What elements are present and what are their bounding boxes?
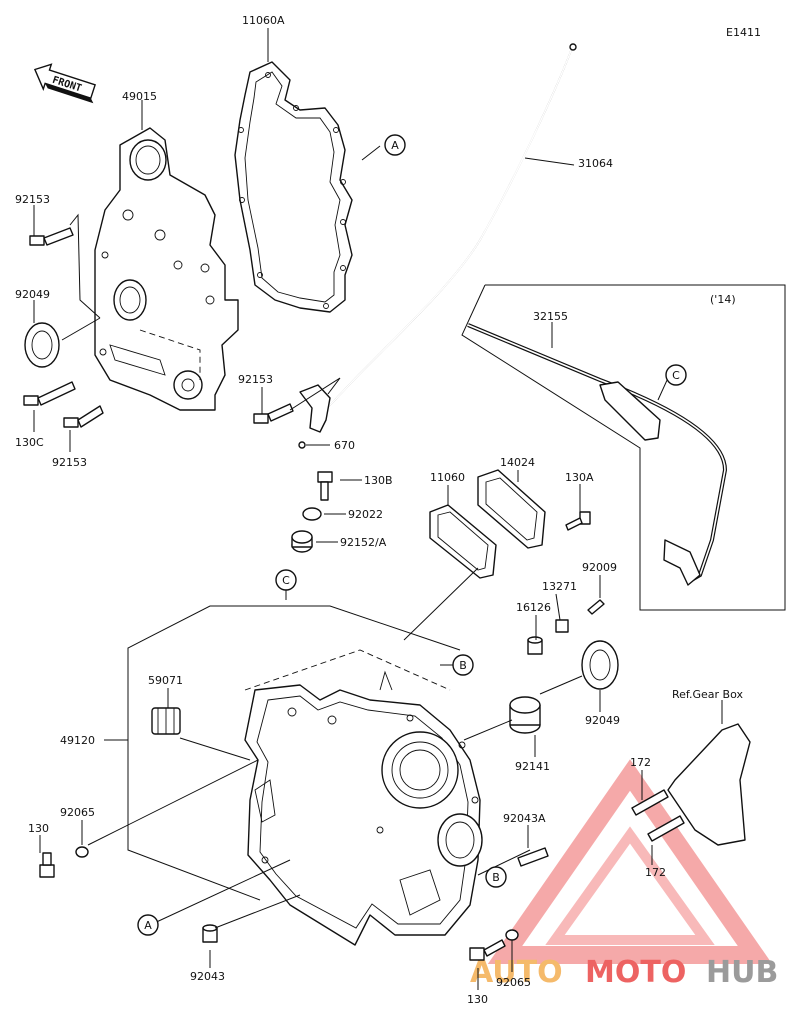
part-label-14024: 14024	[500, 456, 535, 469]
stud-172-a	[631, 789, 669, 816]
gear-box-bracket	[667, 723, 751, 846]
part-label-92153-b: 92153	[52, 456, 87, 469]
callout-letter: B	[459, 659, 467, 672]
part-label-49120: 49120	[60, 734, 95, 747]
bolt-92153-b	[63, 405, 104, 428]
callout-b-bottom: B	[485, 866, 507, 888]
watermark-text-hub: HUB	[706, 955, 778, 990]
bolt-92153-a	[29, 227, 74, 246]
oil-seal-92049-upper	[24, 322, 60, 368]
callout-a-top: A	[384, 134, 406, 156]
bolt-130b	[317, 471, 333, 501]
bolt-130-left	[39, 852, 55, 878]
bushing-92152a	[291, 530, 313, 553]
part-label-13271: 13271	[542, 580, 577, 593]
part-label-92043a: 92043A	[503, 812, 546, 825]
part-label-92049-upper: 92049	[15, 288, 50, 301]
part-label-130-bottom: 130	[467, 993, 488, 1006]
part-label-92022: 92022	[348, 508, 383, 521]
part-label-92153-a: 92153	[15, 193, 50, 206]
bolt-130-bottom	[469, 939, 506, 961]
part-label-130a: 130A	[565, 471, 594, 484]
part-label-92009: 92009	[582, 561, 617, 574]
part-label-59071: 59071	[148, 674, 183, 687]
gasket-11060a	[234, 61, 353, 313]
callout-c-top: C	[665, 364, 687, 386]
diagram-code: E1411	[726, 26, 761, 39]
watermark-logo: AUTO MOTO HUB	[470, 759, 778, 990]
dipstick-tube-31064	[298, 43, 577, 449]
callout-letter: C	[672, 369, 680, 382]
part-label-49015: 49015	[122, 90, 157, 103]
part-label-92065-bottom: 92065	[496, 976, 531, 989]
timing-cover-upper	[94, 127, 239, 411]
part-label-130c: 130C	[15, 436, 44, 449]
nut-13271	[555, 619, 569, 633]
cover-plate-14024	[477, 469, 546, 549]
callout-c-bottom: C	[275, 569, 297, 591]
callout-letter: B	[492, 871, 500, 884]
breather-59071	[151, 707, 181, 735]
callout-letter: A	[391, 139, 399, 152]
gasket-11060	[429, 504, 497, 579]
bushing-92141	[509, 696, 541, 734]
part-label-92043: 92043	[190, 970, 225, 983]
dowel-92043	[202, 924, 218, 943]
oil-seal-92049-lower	[581, 640, 619, 690]
variant-label: ('14)	[710, 293, 736, 306]
crankcase-cover-49120	[244, 649, 483, 946]
callout-letter: A	[144, 919, 152, 932]
washer-92065-bottom	[505, 929, 519, 941]
front-arrow-icon: FRONT	[33, 63, 96, 104]
bolt-130a	[565, 511, 591, 531]
variant-14-box: ('14)	[461, 284, 786, 611]
bolt-92153-c	[253, 403, 294, 424]
part-label-172-a: 172	[630, 756, 651, 769]
bolt-92009	[587, 599, 605, 615]
stud-172-b	[647, 815, 685, 842]
part-label-130-left: 130	[28, 822, 49, 835]
part-label-92141: 92141	[515, 760, 550, 773]
pin-16126	[527, 636, 543, 655]
part-label-92049-lower: 92049	[585, 714, 620, 727]
part-label-11060: 11060	[430, 471, 465, 484]
part-label-172-b: 172	[645, 866, 666, 879]
part-label-670: 670	[334, 439, 355, 452]
part-label-92153-c: 92153	[238, 373, 273, 386]
bolt-130c	[23, 381, 76, 406]
part-label-16126: 16126	[516, 601, 551, 614]
leader-lines	[33, 28, 723, 990]
callout-a-bottom: A	[137, 914, 159, 936]
callout-b-top: B	[452, 654, 474, 676]
ref-gear-box-label: Ref.Gear Box	[672, 688, 743, 701]
watermark-text-moto: MOTO	[585, 955, 686, 990]
part-label-130b: 130B	[364, 474, 393, 487]
dowel-92043a	[517, 847, 549, 867]
part-label-11060a: 11060A	[242, 14, 285, 27]
washer-92065-left	[75, 846, 89, 858]
part-label-92065-left: 92065	[60, 806, 95, 819]
watermark-text-auto: AUTO	[470, 955, 563, 990]
washer-92022	[302, 507, 322, 521]
callout-letter: C	[282, 574, 290, 587]
part-label-32155: 32155	[533, 310, 568, 323]
part-label-92152a: 92152/A	[340, 536, 387, 549]
part-label-31064: 31064	[578, 157, 613, 170]
